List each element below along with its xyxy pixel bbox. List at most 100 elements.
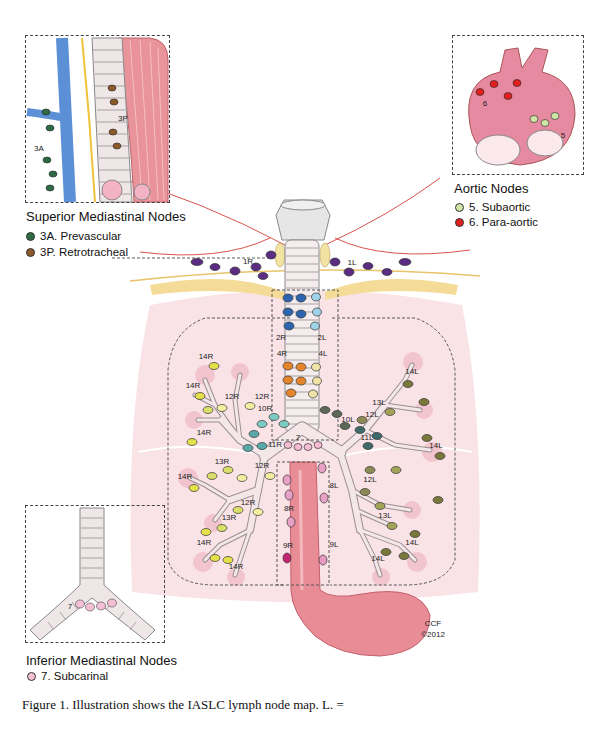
lymph-node [399,553,409,560]
station-label: 9R [283,542,293,550]
legend-text: 3P. Retrotracheal [40,246,128,258]
lymph-node [46,125,54,131]
lymph-node [203,407,213,414]
lymph-node [195,393,205,400]
lymph-node [399,259,411,266]
legend-swatch [26,232,35,241]
station-label: 14R [178,473,193,481]
bronchus-outline [265,428,340,455]
lymph-node [284,442,292,449]
lymph-node [382,269,392,276]
station-label: 12R [255,462,270,470]
lymph-node [360,489,370,496]
station-4r [283,362,306,397]
lymph-node [330,258,340,266]
lymph-node [189,485,199,492]
thyroid-lobe [275,243,285,267]
lymph-node [294,444,302,451]
lymph-node [296,294,306,302]
station-2r [283,294,306,330]
lymph-node [320,493,328,503]
bronchus [265,428,340,455]
station-4l [309,363,322,398]
esophagus [290,462,430,656]
lymph-node [257,421,267,428]
zone-outline [330,318,455,585]
vessel-line [335,238,470,254]
station-label: 13L [372,399,385,407]
lymph-node [283,553,291,563]
station-10r [257,414,289,428]
bronchus-outline [190,365,430,575]
lymph-node [433,497,443,504]
hyoid [281,200,325,210]
lymph-node [108,599,117,607]
station-label: 12R [255,393,270,401]
station-label: 12R [225,393,240,401]
lymph-node [311,322,320,330]
lymph-node [285,490,293,500]
station-label: 12L [365,411,378,419]
lymph-node [97,602,106,610]
muscle-striation [130,40,164,200]
lymph-node [201,529,211,536]
lymph-node [363,263,373,270]
figure-caption: Figure 1. Illustration shows the IASLC l… [22,697,344,713]
legend-swatch [27,672,36,681]
lymph-node [419,399,429,406]
lymph-node [284,322,294,330]
station-label: 12R [241,499,256,507]
station-label: 11L [361,434,374,442]
thyroid-lobe [320,243,330,267]
legend-text: 7. Subcarinal [41,670,108,682]
larynx [276,200,330,240]
station-11l [355,427,382,450]
inset-panel: 65Aortic Nodes [452,35,584,175]
trachea-rings [286,248,318,424]
lymph-node [283,376,293,384]
station-9l [319,555,327,565]
aortic-inset-art [469,48,575,165]
station-8 [283,463,328,527]
station-7 [284,442,322,451]
lymph-node [313,308,322,316]
station-label: 14R [197,429,212,437]
legend-entry: 5. Subaortic [460,201,530,213]
station-label: 8R [284,505,294,513]
lymph-node [385,409,395,416]
zone-outline [168,318,290,585]
station-label: 7 [296,434,300,442]
lymph-node [314,442,322,449]
vessel-section [134,184,150,200]
lymph-node [530,116,538,123]
station-label: 2R [276,334,286,342]
lymph-node [332,411,342,418]
panel-heading: Inferior Mediastinal Nodes [26,654,177,667]
inset-panel: 3A3PSuperior Mediastinal Nodes [25,35,170,203]
station-14l [381,381,445,560]
lymph-node [249,431,259,438]
lymph-node [372,433,382,440]
legend-swatch [26,248,35,257]
esophagus-highlight [300,470,302,590]
lymph-node [223,467,233,474]
station-11r [243,431,267,452]
lymph-node [312,293,321,301]
station-label: 10L [341,416,354,424]
vessel-line [325,178,440,245]
station-label: 14R [229,563,244,571]
vessel-section [527,130,563,156]
lymph-node [279,421,289,428]
lymph-node [403,381,413,388]
lymph-node [355,427,365,434]
lymph-node [319,555,327,565]
lymph-node [476,89,484,96]
lymph-node [541,120,549,127]
station-label: 14R [199,353,214,361]
lymph-node [283,475,291,485]
trachea-rings [48,518,136,630]
bronchus [190,365,430,575]
lymph-node [391,467,401,474]
